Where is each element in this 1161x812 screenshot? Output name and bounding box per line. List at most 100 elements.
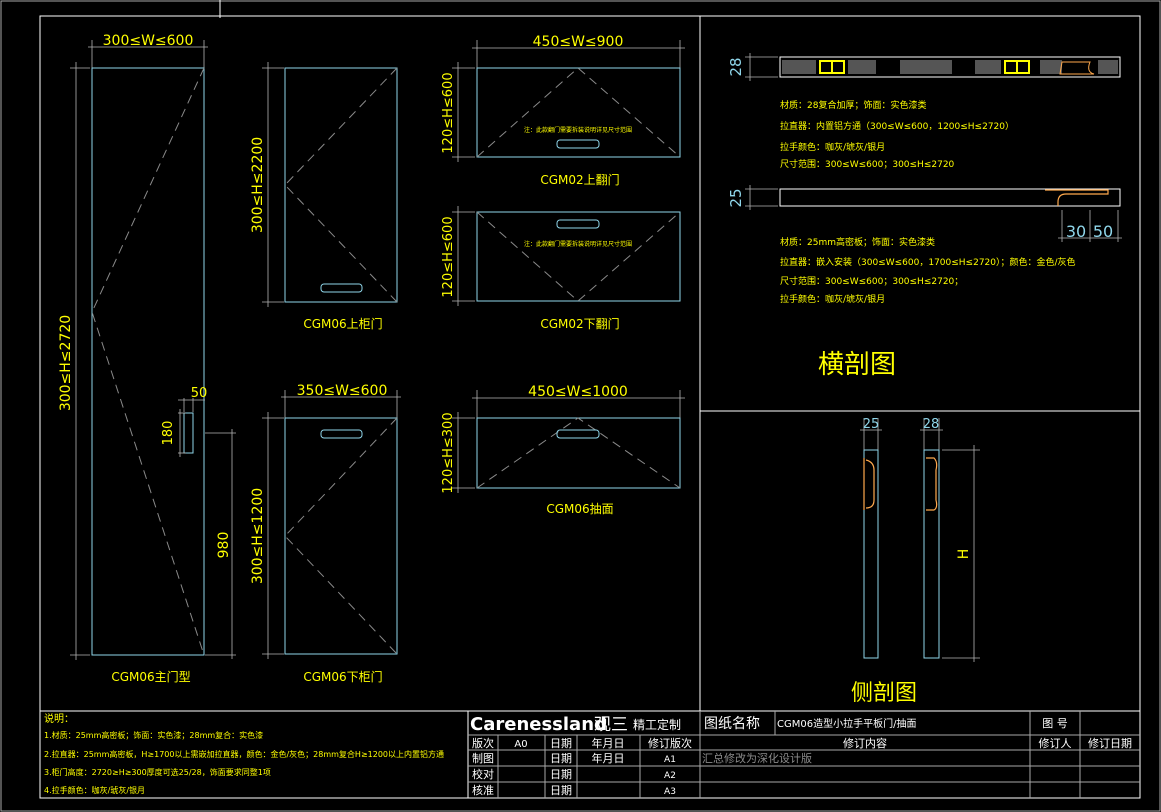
cross-section-title: 横剖图 [818, 350, 896, 380]
flap-down-hinge-lines [476, 211, 681, 302]
cross-dim-30: 30 [1066, 222, 1086, 241]
side-25-handle-profile [863, 458, 875, 510]
upper-height-dim: 300≤H≤2200 [250, 137, 266, 233]
flap-down-caption: CGM02下翻门 [540, 316, 619, 331]
upper-cabinet-door-view: 300≤H≤2200 CGM06上柜门 [250, 62, 398, 331]
lower-cabinet-door-view: 350≤W≤600 300≤H≤1200 CGM06下柜门 [250, 383, 401, 684]
side-section-28-board [923, 449, 940, 659]
notes-line-3: 3.柜门高度：2720≥H≥300厚度可选25/28，饰面要求同整1项 [44, 767, 271, 777]
upper-door-outline [284, 67, 398, 303]
cross-thickness-25: 25 [727, 188, 745, 207]
lower-door-handle [320, 429, 363, 439]
flap-down-handle [556, 219, 600, 229]
revision-date-label: 修订日期 [1088, 736, 1132, 750]
cross-dim-50: 50 [1093, 222, 1113, 241]
notes-line-4: 4.拉手颜色：咖灰/琥灰/银月 [44, 785, 145, 795]
side-dim-25: 25 [863, 417, 880, 432]
notes-line-2: 2.拉直器：25mm高密板，H≥1700以上需嵌加拉直器，颜色：金色/灰色；28… [44, 749, 444, 759]
cross-section-28-board [779, 56, 1121, 78]
flap-down-height-dim: 120≤H≤600 [441, 216, 456, 297]
drawing-name: CGM06造型小拉手平板门/抽面 [777, 717, 916, 730]
cross-spec-bottom-4: 拉手颜色：咖灰/琥灰/银月 [780, 293, 885, 305]
cross-section-25-board [779, 188, 1121, 207]
title-block: Carenessland 观三 精工定制 图纸名称 CGM06造型小拉手平板门/… [467, 711, 1140, 798]
lower-width-dim: 350≤W≤600 [297, 383, 388, 399]
drawing-name-label: 图纸名称 [704, 716, 760, 732]
main-handle-height-dim: 180 [161, 421, 176, 446]
cross-25-handle-profile [1045, 189, 1109, 206]
main-width-dim: 300≤W≤600 [103, 33, 194, 49]
lower-door-outline [284, 417, 398, 655]
main-door-hinge-lines [91, 67, 205, 656]
cross-spec-top-2: 拉直器：内置铝方通（300≤W≤600，1200≤H≤2720） [780, 120, 1014, 132]
notes-heading: 说明： [44, 712, 74, 725]
row-header-cell-0: 版次 [472, 736, 494, 750]
cross-spec-top-1: 材质：28复合加厚；饰面：实色漆类 [780, 99, 926, 111]
side-section-view: 25 28 H 侧剖图 [851, 417, 980, 706]
row-draw-cell-2: 日期 [550, 752, 572, 765]
cross-thickness-28: 28 [727, 57, 745, 76]
main-door-outline [91, 67, 205, 656]
main-door-caption: CGM06主门型 [111, 669, 190, 684]
row-check-cell-4: A2 [664, 771, 676, 781]
cross-28-handle-profile [1059, 61, 1095, 75]
upper-door-caption: CGM06上柜门 [303, 316, 382, 331]
row-draw-cell-4: A1 [664, 755, 676, 765]
flap-down-outline [476, 211, 681, 302]
flap-up-outline [476, 67, 681, 158]
main-height-dim: 300≤H≤2720 [58, 315, 74, 411]
notes-block: 说明： 1.材质：25mm高密板；饰面：实色漆；28mm复合：实色漆 2.拉直器… [40, 710, 1140, 795]
row-header-cell-3: 年月日 [592, 736, 625, 750]
cross-section-view: 28 材质：28复合加厚；饰面：实色漆类 拉直器：内置铝方通（300≤W≤600… [727, 53, 1122, 380]
drawer-width-dim: 450≤W≤1000 [528, 384, 628, 400]
flap-up-hinge-lines [476, 67, 681, 158]
flap-down-door-view: 注：此款翻门需要拆装说明详见尺寸范围 120≤H≤600 CGM02下翻门 [441, 206, 681, 331]
side-dim-h: H [956, 549, 972, 560]
drawer-caption: CGM06抽面 [546, 502, 613, 516]
drawer-front-view: 450≤W≤1000 120≤H≤300 CGM06抽面 [441, 384, 685, 516]
lower-door-caption: CGM06下柜门 [303, 669, 382, 684]
flap-up-handle [556, 139, 600, 149]
cross-spec-top-3: 拉手颜色：咖灰/琥灰/银月 [780, 141, 885, 153]
flap-up-caption: CGM02上翻门 [540, 172, 619, 187]
main-handle-height-from-floor: 980 [216, 532, 232, 559]
main-handle-width-dim: 50 [191, 386, 208, 401]
brand-logo-cn: 观三 [594, 715, 628, 735]
side-28-handle-profile [926, 457, 938, 511]
revision-person-label: 修订人 [1039, 736, 1072, 750]
cross-spec-top-4: 尺寸范围：300≤W≤600；300≤H≤2720 [780, 158, 955, 170]
side-section-25-board [863, 449, 879, 659]
drawer-guide-lines [476, 417, 681, 489]
row-check-cell-0: 校对 [472, 767, 494, 781]
lower-height-dim: 300≤H≤1200 [250, 488, 266, 584]
cross-spec-bottom-1: 材质：25mm高密板；饰面：实色漆类 [780, 236, 935, 248]
side-section-title: 侧剖图 [851, 681, 917, 706]
drawer-height-dim: 120≤H≤300 [441, 412, 456, 493]
row-header-cell-4: 修订版次 [648, 736, 692, 750]
revision-content-label: 修订内容 [843, 736, 887, 750]
row-draw-cell-3: 年月日 [592, 751, 625, 765]
flap-up-door-view: 450≤W≤900 注：此款翻门需要拆装说明详见尺寸范围 120≤H≤600 C… [441, 34, 685, 187]
row-header-cell-1: A0 [514, 739, 527, 750]
row-approve-cell-0: 核准 [472, 783, 494, 797]
revision-a1-text: 汇总修改为深化设计版 [702, 751, 812, 765]
flap-up-width-dim: 450≤W≤900 [533, 34, 624, 50]
upper-door-hinge-lines [284, 67, 398, 303]
row-approve-cell-4: A3 [664, 787, 676, 797]
cross-spec-bottom-3: 尺寸范围：300≤W≤600；300≤H≤2720； [780, 275, 963, 287]
notes-line-1: 1.材质：25mm高密板；饰面：实色漆；28mm复合：实色漆 [44, 730, 263, 740]
main-door-handle [183, 412, 194, 454]
row-check-cell-2: 日期 [550, 768, 572, 781]
side-dim-28: 28 [923, 417, 940, 432]
brand-logo-latin: Carenessland [470, 714, 607, 735]
brand-tagline: 精工定制 [633, 717, 681, 732]
drawing-border [39, 15, 1141, 799]
drawer-outline [476, 417, 681, 489]
upper-door-handle [320, 283, 363, 293]
lower-door-hinge-lines [284, 417, 398, 655]
cross-spec-bottom-2: 拉直器：嵌入安装（300≤W≤600，1700≤H≤2720）；颜色：金色/灰色 [780, 256, 1076, 268]
row-approve-cell-2: 日期 [550, 784, 572, 797]
drawer-handle [556, 429, 600, 439]
